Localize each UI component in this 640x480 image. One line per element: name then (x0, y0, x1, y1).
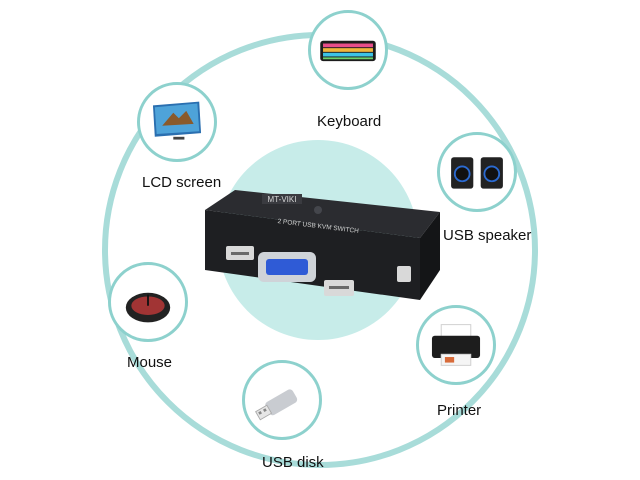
usb-disk-label: USB disk (262, 454, 324, 471)
lcd-screen-node (137, 82, 217, 162)
mouse-icon (125, 292, 171, 323)
usb-disk-icon (255, 389, 298, 421)
mouse-node (108, 262, 188, 342)
usb-disk-node (242, 360, 322, 440)
lcd-screen-icon (152, 101, 202, 140)
printer-node (416, 305, 496, 385)
brand-label: MT-VIKI (268, 195, 297, 204)
usb-port-side (397, 266, 411, 282)
keyboard-node (308, 10, 388, 90)
keyboard-label: Keyboard (317, 113, 382, 130)
keyboard-icon (320, 40, 376, 62)
kvm-switch-device: MT-VIKI 2 PORT USB KVM SWITCH (205, 190, 440, 300)
brand-plate (262, 194, 302, 204)
mouse-label: Mouse (127, 354, 173, 371)
switch-button (314, 206, 322, 214)
usb-speaker-node (437, 132, 517, 212)
lcd-screen-label: LCD screen (142, 174, 222, 191)
usb-speaker-label: USB speaker (443, 227, 532, 244)
speaker-icon (451, 157, 503, 189)
printer-icon (431, 324, 481, 366)
printer-label: Printer (437, 402, 482, 419)
